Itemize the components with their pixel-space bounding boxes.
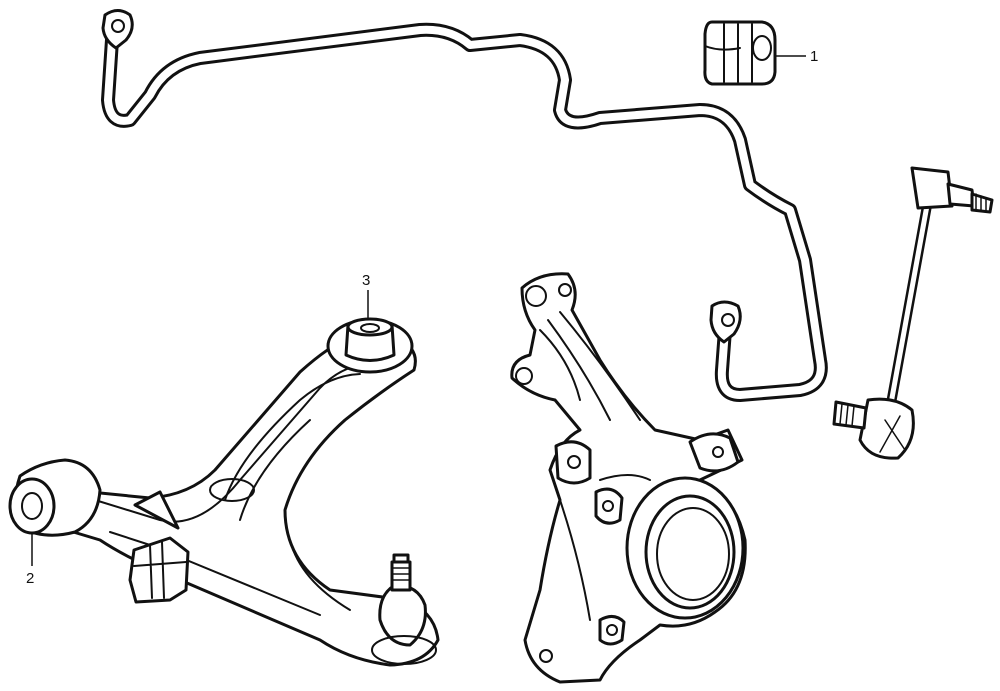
rear-bushing bbox=[128, 536, 190, 604]
stabilizer-bushing bbox=[703, 20, 777, 86]
callout-2-label: 2 bbox=[26, 570, 34, 587]
callout-1: 1 bbox=[776, 48, 818, 65]
steering-knuckle bbox=[510, 272, 747, 684]
callout-3-label: 3 bbox=[362, 272, 370, 289]
front-bushing bbox=[8, 458, 102, 537]
stabilizer-link bbox=[832, 166, 994, 460]
callout-3: 3 bbox=[362, 272, 370, 320]
lower-control-arm bbox=[8, 317, 440, 667]
upper-bushing bbox=[326, 317, 414, 374]
callout-2: 2 bbox=[26, 533, 34, 587]
callout-1-label: 1 bbox=[810, 48, 818, 65]
stabilizer-bar bbox=[101, 9, 828, 402]
ball-joint bbox=[371, 553, 437, 665]
